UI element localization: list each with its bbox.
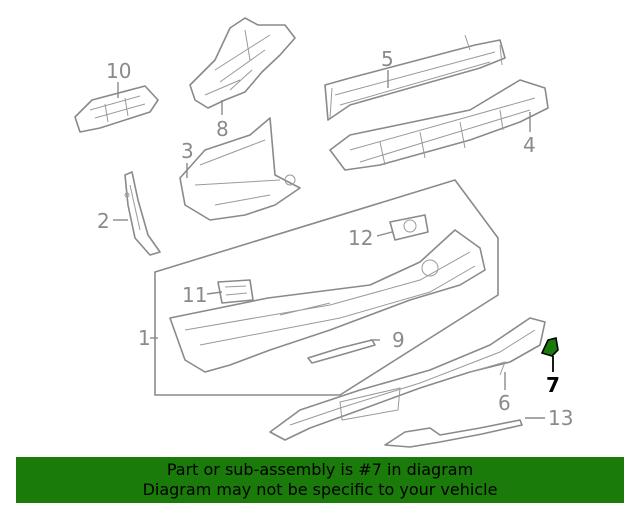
- callout-13[interactable]: 13: [548, 406, 573, 430]
- part-8-bracket[interactable]: [189, 17, 296, 109]
- callout-6[interactable]: 6: [498, 391, 511, 415]
- callout-5[interactable]: 5: [381, 47, 394, 71]
- part-3-side-bracket[interactable]: [179, 117, 301, 221]
- banner-line-disclaimer: Diagram may not be specific to your vehi…: [142, 480, 498, 499]
- part-2-strip-bracket[interactable]: [124, 171, 161, 256]
- callout-11[interactable]: 11: [182, 283, 207, 307]
- callout-3[interactable]: 3: [181, 139, 194, 163]
- assembly-frame: [154, 179, 499, 396]
- part-4-energy-absorber[interactable]: [329, 79, 549, 171]
- callout-7-highlighted[interactable]: 7: [546, 373, 560, 397]
- part-11-sensor-mount[interactable]: [217, 279, 254, 304]
- part-5-impact-bar[interactable]: [324, 34, 506, 121]
- parts-diagram: 10 8 5 4 3 2 12 11 1 9 6 13 7: [74, 17, 573, 448]
- part-13-trim-strip[interactable]: [384, 419, 523, 448]
- part-9-molding[interactable]: [307, 339, 376, 364]
- leader-12: [376, 231, 393, 237]
- callout-4[interactable]: 4: [523, 133, 536, 157]
- callout-8[interactable]: 8: [216, 117, 229, 141]
- part-6-lower-fascia[interactable]: [269, 317, 546, 441]
- callout-1[interactable]: 1: [138, 326, 151, 350]
- callout-12[interactable]: 12: [348, 226, 373, 250]
- callout-9[interactable]: 9: [392, 328, 405, 352]
- callout-10[interactable]: 10: [106, 59, 131, 83]
- banner-line-part: Part or sub-assembly is #7 in diagram: [166, 460, 474, 479]
- part-10-bracket[interactable]: [74, 85, 159, 133]
- leader-11: [206, 291, 223, 295]
- info-banner: Part or sub-assembly is #7 in diagram Di…: [16, 457, 624, 503]
- part-7-bracket-highlighted[interactable]: [540, 337, 559, 357]
- part-1-bumper-cover[interactable]: [169, 229, 486, 373]
- callout-2[interactable]: 2: [97, 209, 110, 233]
- part-12-sensor-bracket[interactable]: [389, 214, 429, 241]
